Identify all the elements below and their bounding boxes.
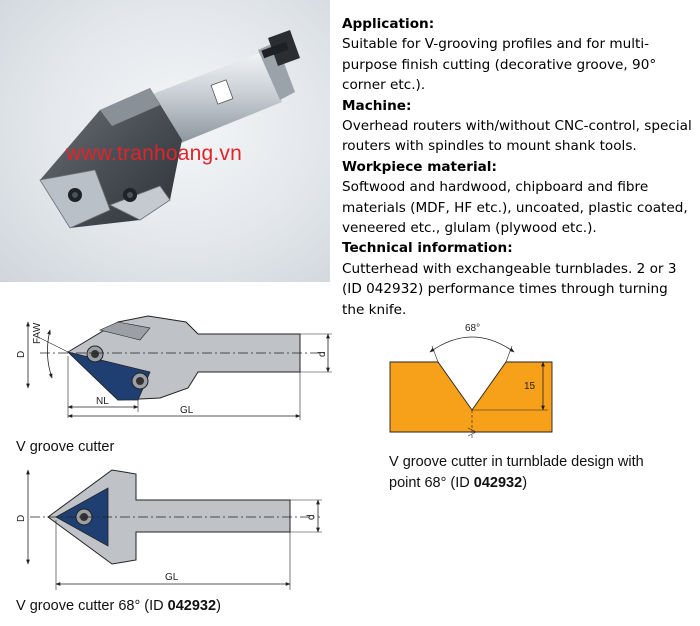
label-nl: NL <box>96 396 109 407</box>
label-d-big-2: D <box>16 515 27 522</box>
watermark-text: www.tranhoang.vn <box>66 142 242 165</box>
application-heading: Application: <box>342 16 435 32</box>
technical-text: Cutterhead with exchangeable turnblades.… <box>342 260 677 318</box>
machine-heading: Machine: <box>342 97 412 114</box>
caption-drawing-1: V groove cutter <box>16 439 115 455</box>
caption-2-suffix: ) <box>216 598 221 614</box>
workpiece-heading: Workpiece material: <box>342 158 497 175</box>
label-angle: 68° <box>465 323 480 334</box>
label-d-small-1: d <box>317 351 328 357</box>
technical-heading: Technical information: <box>342 240 513 257</box>
cutter-illustration <box>39 30 300 229</box>
label-depth: 15 <box>524 381 536 392</box>
label-faw: FAW <box>32 322 43 344</box>
caption-groove-prefix: point 68° (ID <box>389 475 474 491</box>
application-text: Suitable for V-grooving profiles and for… <box>342 36 657 94</box>
drawing-2-front-view <box>26 469 322 590</box>
label-gl-2: GL <box>165 572 179 583</box>
label-gl-1: GL <box>180 405 194 416</box>
label-d-big-1: D <box>16 351 27 358</box>
caption-groove-line1: V groove cutter in turnblade design with <box>389 454 644 470</box>
caption-groove-id: 042932 <box>473 475 523 491</box>
groove-profile <box>389 336 553 440</box>
caption-groove: V groove cutter in turnblade design with… <box>389 452 644 494</box>
drawing-1-side-view <box>26 315 332 420</box>
product-description: Application: Suitable for V-grooving pro… <box>342 14 692 320</box>
caption-drawing-2: V groove cutter 68° (ID 042932) <box>16 596 221 617</box>
label-d-small-2: d <box>306 514 317 520</box>
workpiece-text: Softwood and hardwood, chipboard and fib… <box>342 179 688 237</box>
machine-text: Overhead routers with/without CNC-contro… <box>342 118 692 155</box>
caption-2-prefix: V groove cutter 68° (ID <box>16 598 168 614</box>
caption-2-id: 042932 <box>167 598 217 614</box>
caption-groove-suffix: ) <box>522 475 528 491</box>
product-photo: www.tranhoang.vn <box>0 0 330 282</box>
